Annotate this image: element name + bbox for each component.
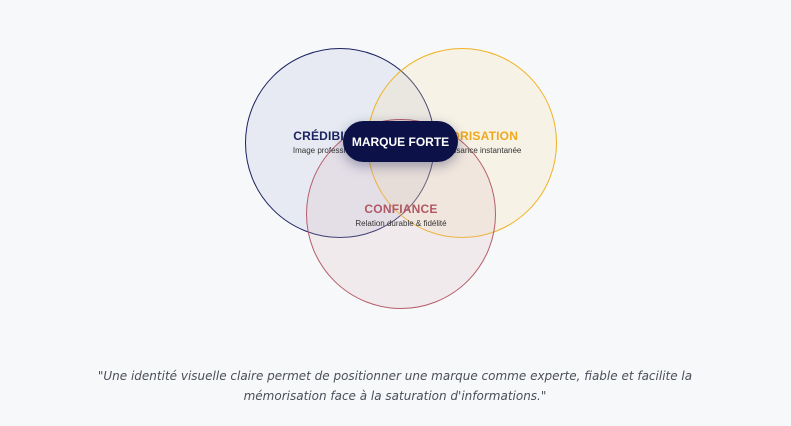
credibilite-subtitle: Image professionnelle <box>292 146 372 155</box>
label-confiance: CONFIANCE Relation durable & fidélité <box>331 202 471 228</box>
memorisation-subtitle: Reconnaissance instantanée <box>418 146 522 155</box>
center-badge-marque-forte: MARQUE FORTE <box>343 121 458 162</box>
venn-diagram: CRÉDIBILITÉ Image professionnelle MÉMORI… <box>245 48 557 309</box>
confiance-subtitle: Relation durable & fidélité <box>355 219 447 228</box>
confiance-title: CONFIANCE <box>364 202 438 216</box>
quote-text: "Une identité visuelle claire permet de … <box>97 369 693 403</box>
